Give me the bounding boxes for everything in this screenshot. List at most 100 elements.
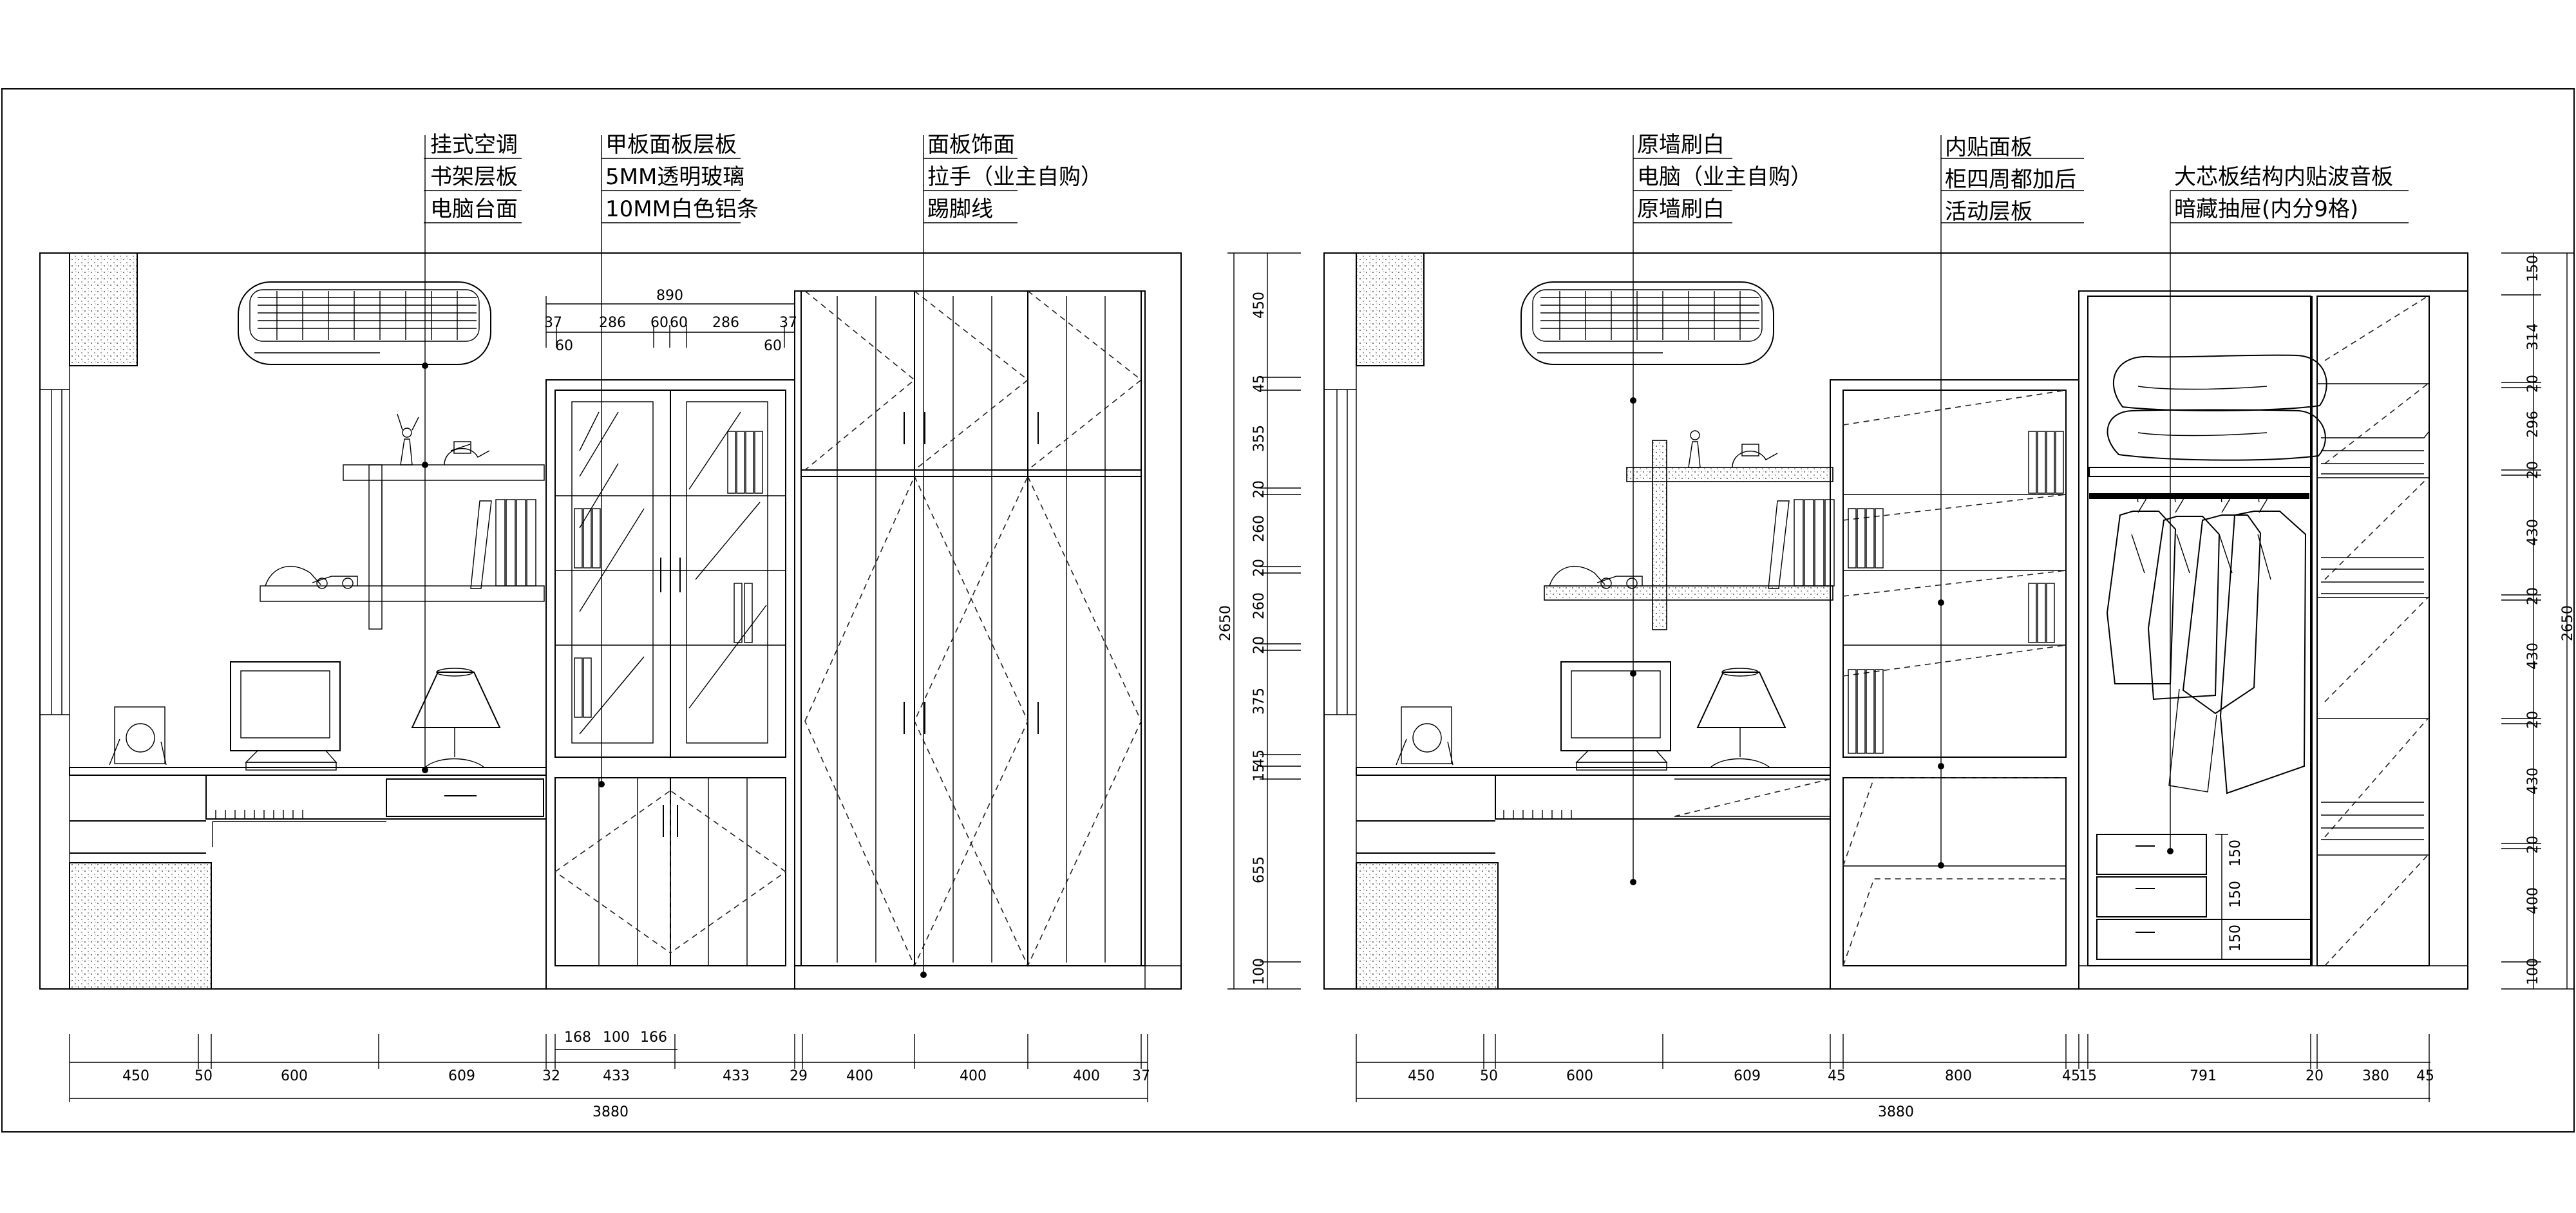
note-wall-white-2: 原墙刷白: [1637, 196, 1725, 222]
computer-monitor-left: [230, 661, 341, 771]
table-lamp-left: [411, 668, 501, 768]
vdim-r-150: 150: [2525, 255, 2541, 282]
vdim-r-20e: 20: [2525, 836, 2541, 854]
computer-monitor-right: [1560, 661, 1671, 771]
wardrobe-left: [794, 290, 1181, 989]
left-notes-group2: 甲板面板层板 5MM透明玻璃 10MM白色铝条: [605, 132, 759, 222]
rdim-bottom-20: 20: [2306, 1068, 2324, 1084]
vdim-l-45b: 45: [1251, 749, 1267, 767]
wardrobe-interior-right: 150 150 150: [2078, 290, 2468, 990]
dim-bottom-609: 609: [448, 1068, 475, 1084]
vdim-r-20c: 20: [2525, 587, 2541, 605]
note-desk-top: 电脑台面: [430, 196, 518, 222]
note-skirting: 踢脚线: [927, 196, 993, 222]
left-wall-hatch-top: [69, 252, 138, 366]
dim-bottom-400b: 400: [960, 1068, 987, 1084]
dim-bottom-400c: 400: [1073, 1068, 1100, 1084]
dim-bottom-29: 29: [790, 1068, 808, 1084]
note-aluminium-strip: 10MM白色铝条: [605, 196, 759, 222]
note-handle: 拉手（业主自购）: [927, 164, 1103, 190]
hanging-clothes: [2106, 493, 2307, 795]
rdim-bottom-45a: 45: [1828, 1068, 1846, 1084]
rdim-bottom-450: 450: [1408, 1068, 1435, 1084]
ornament-car: [265, 566, 358, 589]
right-notes-group3: 大芯板结构内贴波音板 暗藏抽屉(内分9格): [2174, 164, 2393, 222]
note-glass: 5MM透明玻璃: [605, 164, 744, 190]
right-wall-hatch-bottom: [1356, 862, 1499, 990]
vertical-dims-left: 450 45 355 20 260 20 260 20 375 45 15 65…: [1218, 252, 1301, 990]
dim-168: 168: [564, 1030, 591, 1046]
vdim-l-20b: 20: [1251, 559, 1267, 577]
table-lamp-right: [1696, 668, 1786, 768]
ornament-figure-right: [1549, 430, 1778, 589]
note-panel-finish: 面板饰面: [927, 132, 1015, 158]
rdim-bottom-800: 800: [1945, 1068, 1972, 1084]
vdim-l-655: 655: [1251, 856, 1267, 883]
dim-bottom-32: 32: [542, 1068, 560, 1084]
ornament-figure: [397, 413, 490, 465]
vdim-l-15: 15: [1251, 764, 1267, 782]
note-hidden-drawer: 暗藏抽屉(内分9格): [2174, 196, 2358, 222]
right-leaders: [1630, 135, 2409, 885]
dim-bottom-433a: 433: [603, 1068, 630, 1084]
dim-bottom-450: 450: [122, 1068, 149, 1084]
drawers-right: 150 150 150: [2096, 834, 2313, 960]
glass-cabinet-left: [545, 379, 795, 990]
vdim-l-total: 2650: [1218, 605, 1234, 641]
dim-890: 890: [656, 288, 683, 304]
vdim-r-400: 400: [2525, 887, 2541, 914]
note-movable-shelf: 活动层板: [1945, 199, 2032, 225]
books-shelf-right: [1768, 499, 1835, 589]
vdim-l-100: 100: [1251, 958, 1267, 985]
books-shelf-left: [470, 499, 536, 589]
dim-166: 166: [640, 1030, 667, 1046]
vertical-dims-right: 150 314 20 296 20 430 20 430 20 430 20 4…: [2501, 252, 2576, 990]
right-notes-group1: 原墙刷白 电脑（业主自购） 原墙刷白: [1637, 132, 1812, 222]
left-notes-group3: 面板饰面 拉手（业主自购） 踢脚线: [927, 132, 1103, 222]
drawer-dim-150b: 150: [2228, 881, 2244, 908]
vdim-r-314: 314: [2525, 323, 2541, 350]
vdim-r-100: 100: [2525, 958, 2541, 985]
vdim-r-430c: 430: [2525, 767, 2541, 795]
vdim-l-260b: 260: [1251, 592, 1267, 619]
rdim-bottom-600: 600: [1566, 1068, 1593, 1084]
photo-frame-right: [1396, 706, 1454, 766]
air-conditioner-right: [1520, 281, 1774, 365]
air-conditioner-left: [238, 281, 491, 365]
dim-top-60b: 60: [670, 315, 688, 331]
dim-bottom-37: 37: [1132, 1068, 1150, 1084]
dim-total-3880-right: 3880: [1878, 1104, 1914, 1120]
wall-shelf-left: [260, 464, 545, 630]
left-top-dims: 890 37 286 60 60 286 37 60 60: [544, 288, 797, 354]
rdim-bottom-609: 609: [1734, 1068, 1761, 1084]
dim-100: 100: [603, 1030, 630, 1046]
rdim-bottom-791: 791: [2190, 1068, 2217, 1084]
dim-total-3880-left: 3880: [592, 1104, 629, 1120]
note-cabinet-back: 柜四周都加后: [1945, 167, 2076, 193]
dim-bottom-400a: 400: [846, 1068, 873, 1084]
photo-frame-left: [109, 706, 167, 766]
left-bottom-dims: 450 50 600 609 32 433 433 29 400 400 400…: [69, 1034, 1150, 1120]
left-wall-hatch-bottom: [69, 862, 212, 990]
rdim-bottom-380: 380: [2362, 1068, 2389, 1084]
note-air-conditioner: 挂式空调: [430, 132, 518, 158]
dim-top-60d: 60: [764, 338, 782, 354]
rdim-bottom-50: 50: [1480, 1068, 1498, 1084]
vdim-r-total: 2650: [2560, 605, 2576, 641]
drawer-dim-150c: 150: [2228, 925, 2244, 952]
vdim-r-296: 296: [2525, 411, 2541, 438]
right-notes-group2: 内贴面板 柜四周都加后 活动层板: [1945, 135, 2076, 225]
dim-top-60a: 60: [650, 315, 668, 331]
rdim-bottom-45c: 45: [2416, 1068, 2434, 1084]
rdim-bottom-45b: 45: [2062, 1068, 2080, 1084]
note-inner-panel: 内贴面板: [1945, 135, 2032, 160]
rdim-bottom-15: 15: [2079, 1068, 2097, 1084]
vdim-r-430a: 430: [2525, 519, 2541, 546]
vdim-l-20a: 20: [1251, 480, 1267, 498]
dim-bottom-50: 50: [194, 1068, 213, 1084]
left-handle-dims: 168 100 166: [555, 1030, 677, 1050]
pillows: [2107, 354, 2327, 461]
note-panel-shelf: 甲板面板层板: [605, 132, 737, 158]
vdim-l-260a: 260: [1251, 515, 1267, 542]
left-elevation: 挂式空调 书架层板 电脑台面 甲板面板层板 5MM透明玻璃 10MM白色铝条 面…: [39, 132, 1182, 1120]
